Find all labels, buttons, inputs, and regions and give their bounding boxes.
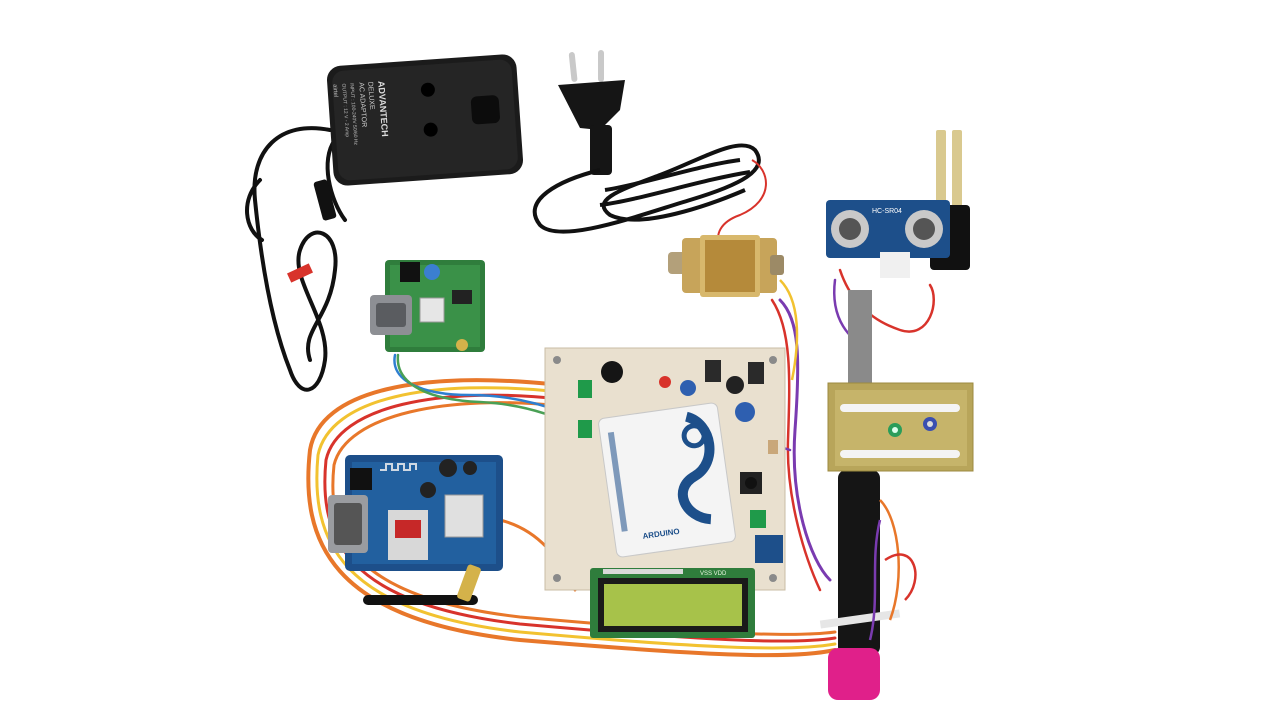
red-led: [659, 376, 671, 388]
adapter-line3: INPUT : 100-240V 50/60 Hz: [348, 83, 358, 146]
lcd-module: VSS VDD: [590, 568, 755, 638]
dc-jack: [350, 468, 372, 490]
socket-hole: [423, 122, 438, 137]
voltage-regulator: [748, 362, 764, 384]
mains-plug: [558, 50, 625, 175]
dc-jack: [400, 262, 420, 282]
mains-cable: [532, 143, 761, 234]
arduino-board: ARDUINO: [598, 402, 736, 558]
adapter-line2: AC ADAPTOR: [357, 82, 367, 127]
lcd-pin-header: [603, 569, 683, 574]
voltage-regulator: [705, 360, 721, 382]
ultrasonic-sensor: HC-SR04: [826, 200, 950, 278]
adapter-cable: [245, 126, 347, 392]
terminal-block: [578, 380, 592, 398]
capacitor: [439, 459, 457, 477]
capacitor: [735, 402, 755, 422]
earth-pin-slot: [470, 95, 500, 125]
transformer-lead: [717, 159, 767, 246]
sensor-pole: [819, 290, 901, 700]
capacitor: [463, 461, 477, 475]
dc-plug: [313, 179, 337, 221]
lcd-screen: [604, 584, 742, 626]
gsm-module: [328, 455, 503, 571]
adapter-line1: DELUXE: [366, 82, 375, 111]
gps-module: [370, 260, 485, 352]
sim800-chip: [444, 494, 484, 538]
ac-adapter: ADVANTECH DELUXE AC ADAPTOR INPUT : 100-…: [326, 54, 524, 186]
ir-sensor-board: [827, 382, 974, 472]
cable-tie: [287, 263, 313, 283]
side-wires: [868, 499, 917, 641]
adapter-line4: OUTPUT : 12 V - 2 Amp: [340, 83, 350, 137]
capacitor: [680, 380, 696, 396]
buzzer: [601, 361, 623, 383]
capacitor: [420, 482, 436, 498]
gsm-antenna: [363, 564, 481, 605]
transformer: [668, 235, 784, 297]
terminal-block: [578, 420, 592, 438]
capacitor: [424, 264, 440, 280]
adapter-brand: ADVANTECH: [376, 81, 390, 137]
ultrasonic-model: HC-SR04: [872, 208, 902, 215]
transformer-wires: [779, 279, 799, 381]
lcd-header-label: VSS VDD: [700, 571, 727, 577]
capacitor: [726, 376, 744, 394]
rtc-module: [755, 535, 783, 563]
socket-hole: [420, 82, 435, 97]
adapter-sublogo: airtel: [331, 84, 338, 97]
pink-cap: [828, 648, 880, 700]
terminal-block: [750, 510, 766, 528]
gps-chip: [419, 297, 445, 323]
